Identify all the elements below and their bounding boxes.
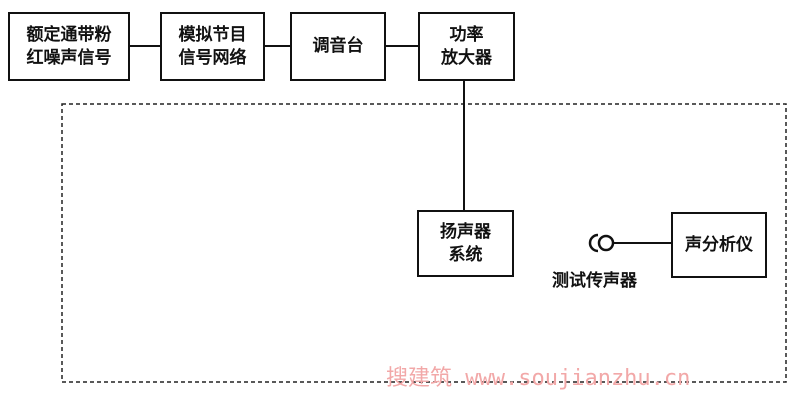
mixer-block: 调音台: [290, 12, 386, 81]
sound-analyzer-block: 声分析仪: [671, 212, 767, 278]
analyzer-label: 声分析仪: [685, 234, 753, 255]
pink-noise-line-1: 额定通带粉: [26, 24, 112, 45]
power-amp-line-2: 放大器: [441, 47, 492, 68]
program-network-line-1: 模拟节目: [178, 24, 247, 45]
speaker-line-1: 扬声器: [440, 221, 491, 242]
watermark-text: 搜建筑 www.soujianzhu.cn: [386, 366, 691, 391]
pink-noise-source-block: 额定通带粉 红噪声信号: [8, 12, 130, 81]
test-area-dashed-border: [61, 103, 787, 383]
power-amp-line-1: 功率: [449, 24, 484, 45]
microphone-icon: [588, 233, 615, 253]
program-signal-network-block: 模拟节目 信号网络: [160, 12, 265, 81]
test-microphone-label: 测试传声器: [552, 271, 637, 291]
mixer-label: 调音台: [312, 36, 364, 56]
program-network-line-2: 信号网络: [178, 47, 247, 68]
pink-noise-line-2: 红噪声信号: [26, 47, 112, 68]
speaker-line-2: 系统: [448, 244, 483, 265]
speaker-system-block: 扬声器 系统: [417, 210, 514, 277]
power-amplifier-block: 功率 放大器: [418, 12, 515, 81]
